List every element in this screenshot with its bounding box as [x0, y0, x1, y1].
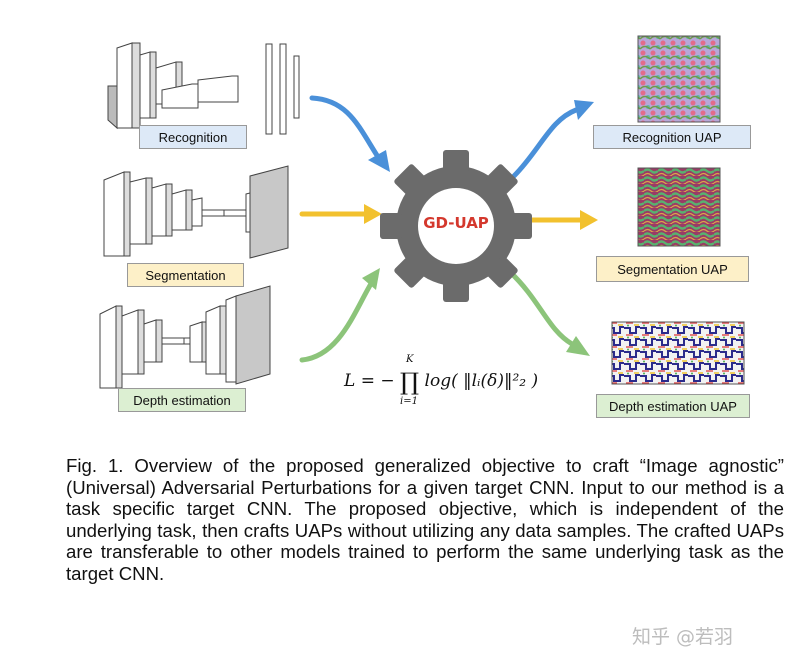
output-label-depth-estimation-uap: Depth estimation UAP [596, 394, 750, 418]
arrow-head-out-recognition [574, 100, 594, 120]
formula-product: ∏ [400, 368, 420, 396]
task-label-depth-estimation: Depth estimation [118, 388, 246, 412]
segmentation-uap-image [637, 167, 721, 247]
task-label-recognition: Recognition [139, 125, 247, 149]
output-label-segmentation-uap: Segmentation UAP [596, 256, 749, 282]
watermark: 知乎 @若羽 [632, 626, 734, 648]
loss-formula: L = − ∏ log( ‖lᵢ(δ)‖²₂ ) K i=1 [318, 352, 568, 418]
arrow-head-depth [362, 268, 380, 290]
formula-lower-limit: i=1 [400, 396, 418, 407]
recognition-network-diagram [107, 42, 300, 135]
arrow-head-recognition [368, 150, 390, 172]
task-label-segmentation: Segmentation [127, 263, 244, 287]
depth-network-diagram [99, 285, 271, 389]
segmentation-network-diagram [103, 165, 289, 259]
formula-body: log( ‖lᵢ(δ)‖²₂ ) [424, 371, 539, 391]
output-label-recognition-uap: Recognition UAP [593, 125, 751, 149]
overview-figure [99, 35, 745, 389]
arrow-head-out-segmentation [580, 210, 598, 230]
formula-upper-limit: K [406, 354, 414, 365]
depth-uap-image [611, 321, 745, 385]
gear-label: GD-UAP [423, 214, 489, 232]
input-arrows [299, 95, 383, 363]
arrow-head-segmentation [364, 204, 382, 224]
arrow-head-out-depth [566, 336, 590, 356]
figure-caption: Fig. 1. Overview of the proposed general… [66, 455, 784, 584]
gear-icon [380, 150, 532, 302]
formula-lhs: L = − [344, 371, 395, 391]
formula-main: L = − ∏ log( ‖lᵢ(δ)‖²₂ ) [344, 368, 538, 396]
recognition-uap-image [637, 35, 721, 123]
